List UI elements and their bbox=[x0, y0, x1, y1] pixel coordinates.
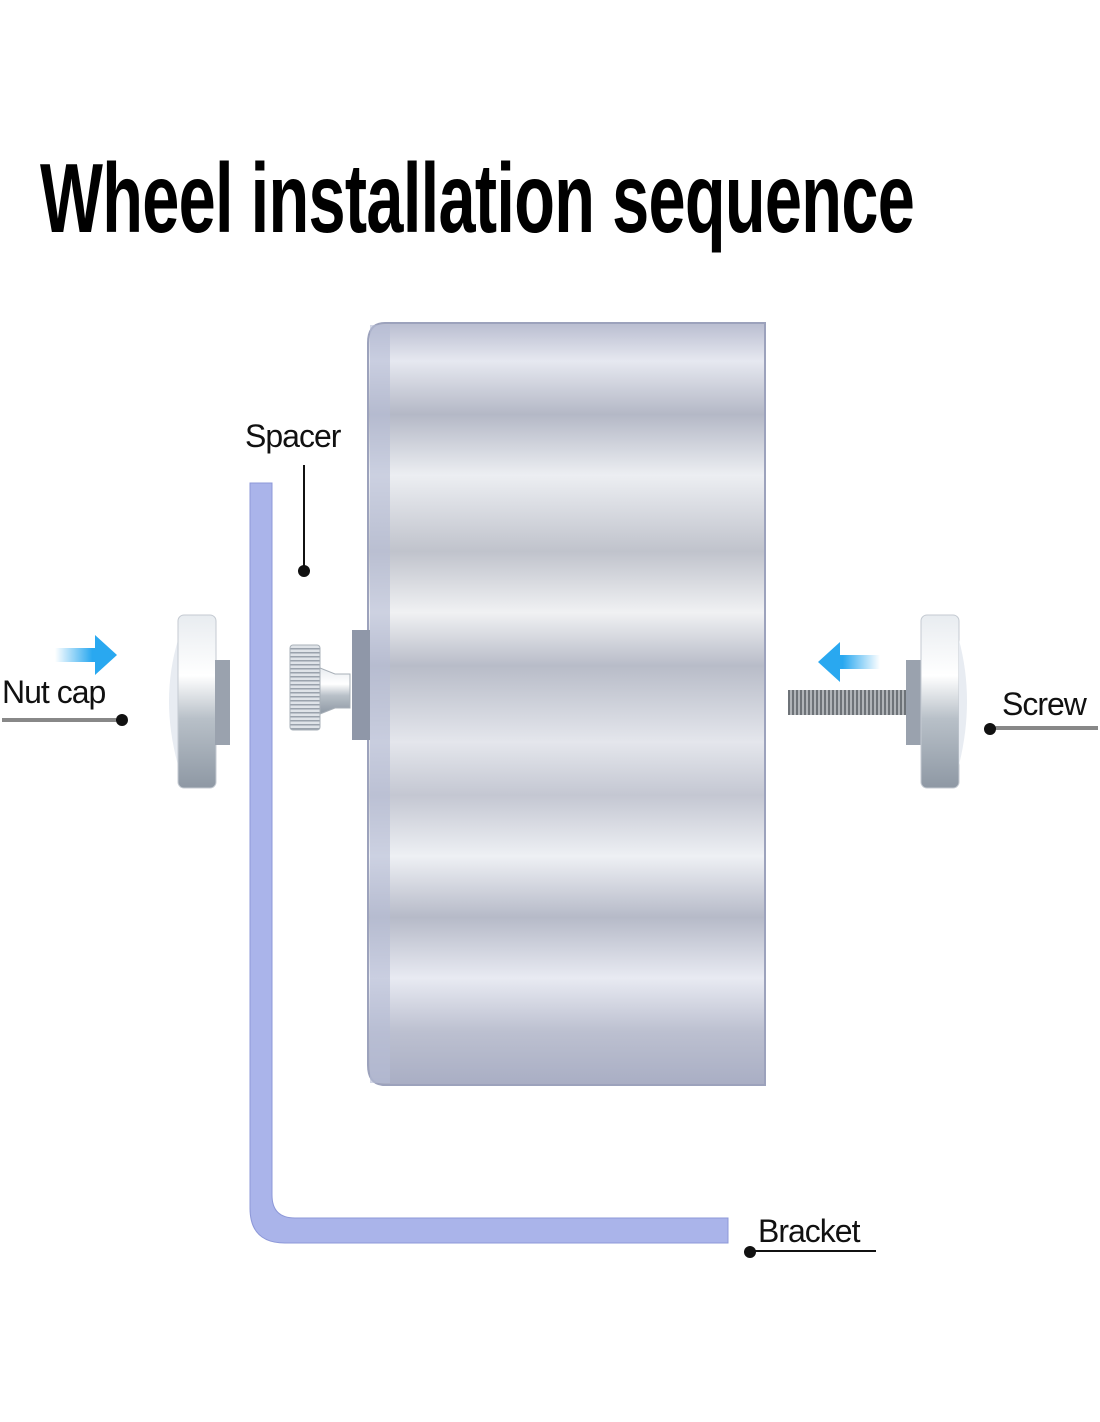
nut-cap-leader bbox=[2, 714, 128, 726]
bracket-label: Bracket bbox=[758, 1213, 860, 1249]
page-title: Wheel installation sequence bbox=[40, 143, 915, 253]
nut-cap bbox=[169, 614, 230, 789]
bracket bbox=[249, 482, 729, 1244]
screw bbox=[788, 614, 967, 789]
screw-leader bbox=[984, 723, 1098, 735]
wheel bbox=[352, 322, 766, 1086]
bracket-leader bbox=[744, 1246, 876, 1258]
screw-label: Screw bbox=[1002, 686, 1087, 722]
spacer-leader bbox=[298, 465, 310, 577]
arrow-left-icon bbox=[818, 642, 880, 682]
arrow-right-icon bbox=[55, 635, 117, 675]
nut-cap-label: Nut cap bbox=[2, 674, 106, 710]
spacer bbox=[289, 644, 351, 731]
spacer-label: Spacer bbox=[245, 418, 341, 454]
